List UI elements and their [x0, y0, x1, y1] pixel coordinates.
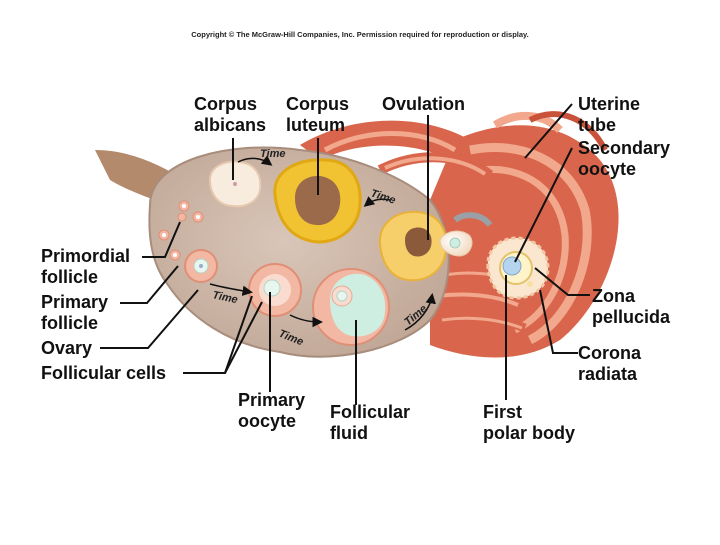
leader-primordial-follicle	[142, 221, 181, 258]
label-ovulation: Ovulation	[382, 94, 465, 114]
svg-text:Corpus: Corpus	[286, 94, 349, 114]
secondary-follicle	[248, 263, 302, 317]
svg-text:albicans: albicans	[194, 115, 266, 135]
svg-text:Primary: Primary	[238, 390, 305, 410]
primordial-follicles	[158, 200, 204, 261]
copyright-text: Copyright © The McGraw-Hill Companies, I…	[191, 30, 529, 39]
leader-follicular-cells-2	[224, 301, 263, 374]
svg-text:radiata: radiata	[578, 364, 638, 384]
svg-text:Corpus: Corpus	[194, 94, 257, 114]
svg-text:fluid: fluid	[330, 423, 368, 443]
svg-text:Secondary: Secondary	[578, 138, 670, 158]
svg-text:tube: tube	[578, 115, 616, 135]
ovulating-follicle	[378, 210, 493, 282]
svg-text:oocyte: oocyte	[238, 411, 296, 431]
svg-text:oocyte: oocyte	[578, 159, 636, 179]
label-primary-oocyte: Primary oocyte	[238, 390, 305, 431]
time-label: Time	[211, 289, 238, 306]
label-uterine-tube: Uterine tube	[578, 94, 640, 135]
label-corona-radiata: Corona radiata	[578, 343, 642, 384]
svg-text:Corona: Corona	[578, 343, 642, 363]
label-zona-pellucida: Zona pellucida	[592, 286, 671, 327]
leader-primary-follicle	[120, 265, 179, 304]
leader-lines	[100, 103, 590, 405]
label-corpus-albicans: Corpus albicans	[194, 94, 266, 135]
primary-follicle	[184, 249, 218, 283]
curved-arrow-icon	[209, 283, 253, 296]
curved-arrow-icon	[237, 155, 273, 166]
leader-ovary	[100, 289, 199, 349]
leader-corona-radiata	[539, 289, 578, 354]
svg-text:Uterine: Uterine	[578, 94, 640, 114]
time-arrow-1: Time	[237, 148, 285, 166]
label-primordial-follicle: Primordial follicle	[41, 246, 130, 287]
label-corpus-luteum: Corpus luteum	[286, 94, 349, 135]
curved-arrow-icon	[289, 314, 323, 328]
label-follicular-fluid: Follicular fluid	[330, 402, 410, 443]
label-ovary: Ovary	[41, 338, 92, 358]
label-first-polar-body: First polar body	[483, 402, 575, 443]
label-follicular-cells: Follicular cells	[41, 363, 166, 383]
svg-text:Primary: Primary	[41, 292, 108, 312]
curved-arrow-icon	[363, 196, 391, 207]
corpus-albicans	[208, 160, 262, 208]
svg-text:pellucida: pellucida	[592, 307, 671, 327]
svg-text:Primordial: Primordial	[41, 246, 130, 266]
svg-text:follicle: follicle	[41, 313, 98, 333]
svg-text:luteum: luteum	[286, 115, 345, 135]
svg-text:First: First	[483, 402, 522, 422]
corpus-luteum	[273, 158, 362, 244]
released-oocyte	[486, 236, 550, 300]
label-primary-follicle: Primary follicle	[41, 292, 108, 333]
vesicular-follicle	[312, 268, 390, 346]
time-arrow-3: Time	[209, 283, 253, 306]
label-secondary-oocyte: Secondary oocyte	[578, 138, 670, 179]
leader-zona-pellucida	[534, 267, 590, 296]
leader-secondary-oocyte	[514, 147, 573, 263]
svg-text:follicle: follicle	[41, 267, 98, 287]
svg-text:Zona: Zona	[592, 286, 636, 306]
time-label: Time	[260, 148, 285, 160]
curved-arrow-icon	[404, 293, 436, 331]
svg-text:Follicular: Follicular	[330, 402, 410, 422]
leader-uterine-tube	[524, 103, 573, 159]
svg-text:polar body: polar body	[483, 423, 575, 443]
